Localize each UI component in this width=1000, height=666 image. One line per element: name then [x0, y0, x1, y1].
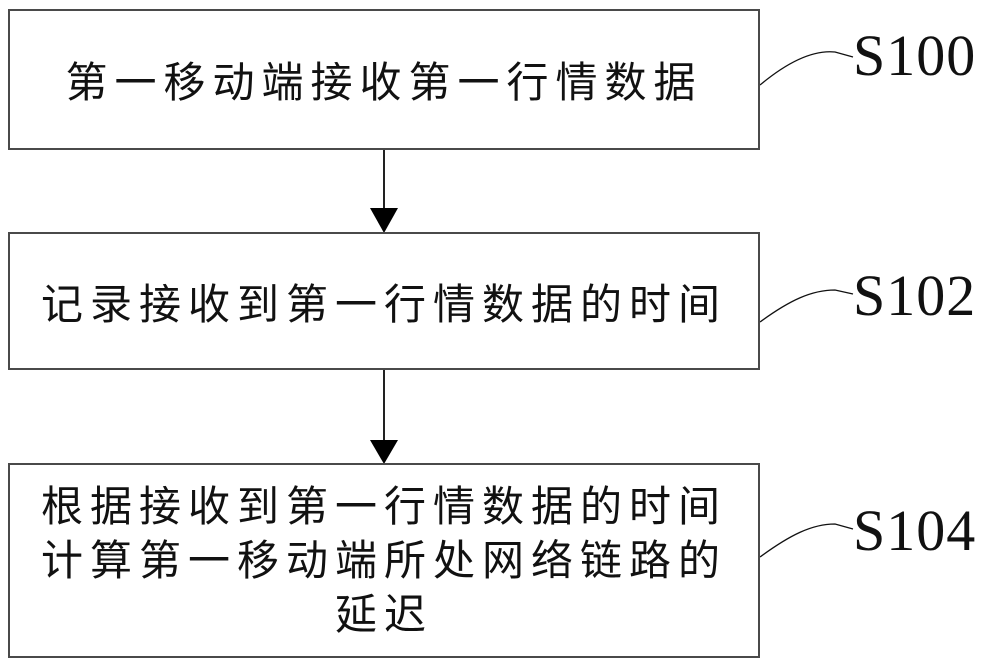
step-box-s104: 根据接收到第一行情数据的时间 计算第一移动端所处网络链路的 延迟: [8, 463, 760, 658]
step-box-s100: 第一移动端接收第一行情数据: [8, 9, 760, 150]
step-text-s102: 记录接收到第一行情数据的时间: [40, 279, 727, 329]
arrow-s100-to-s102: [370, 148, 398, 233]
step-text-s104: 根据接收到第一行情数据的时间 计算第一移动端所处网络链路的 延迟: [40, 481, 727, 639]
step-label-s102: S102: [853, 263, 977, 328]
step-box-s102: 记录接收到第一行情数据的时间: [8, 232, 760, 370]
step-label-s104: S104: [853, 498, 977, 563]
leader-line-s102: [759, 289, 854, 323]
leader-line-s100: [759, 51, 854, 86]
step-text-s100: 第一移动端接收第一行情数据: [65, 58, 703, 107]
step-label-s100: S100: [853, 23, 977, 88]
arrow-s102-to-s104: [370, 368, 398, 464]
leader-line-s104: [759, 523, 854, 558]
